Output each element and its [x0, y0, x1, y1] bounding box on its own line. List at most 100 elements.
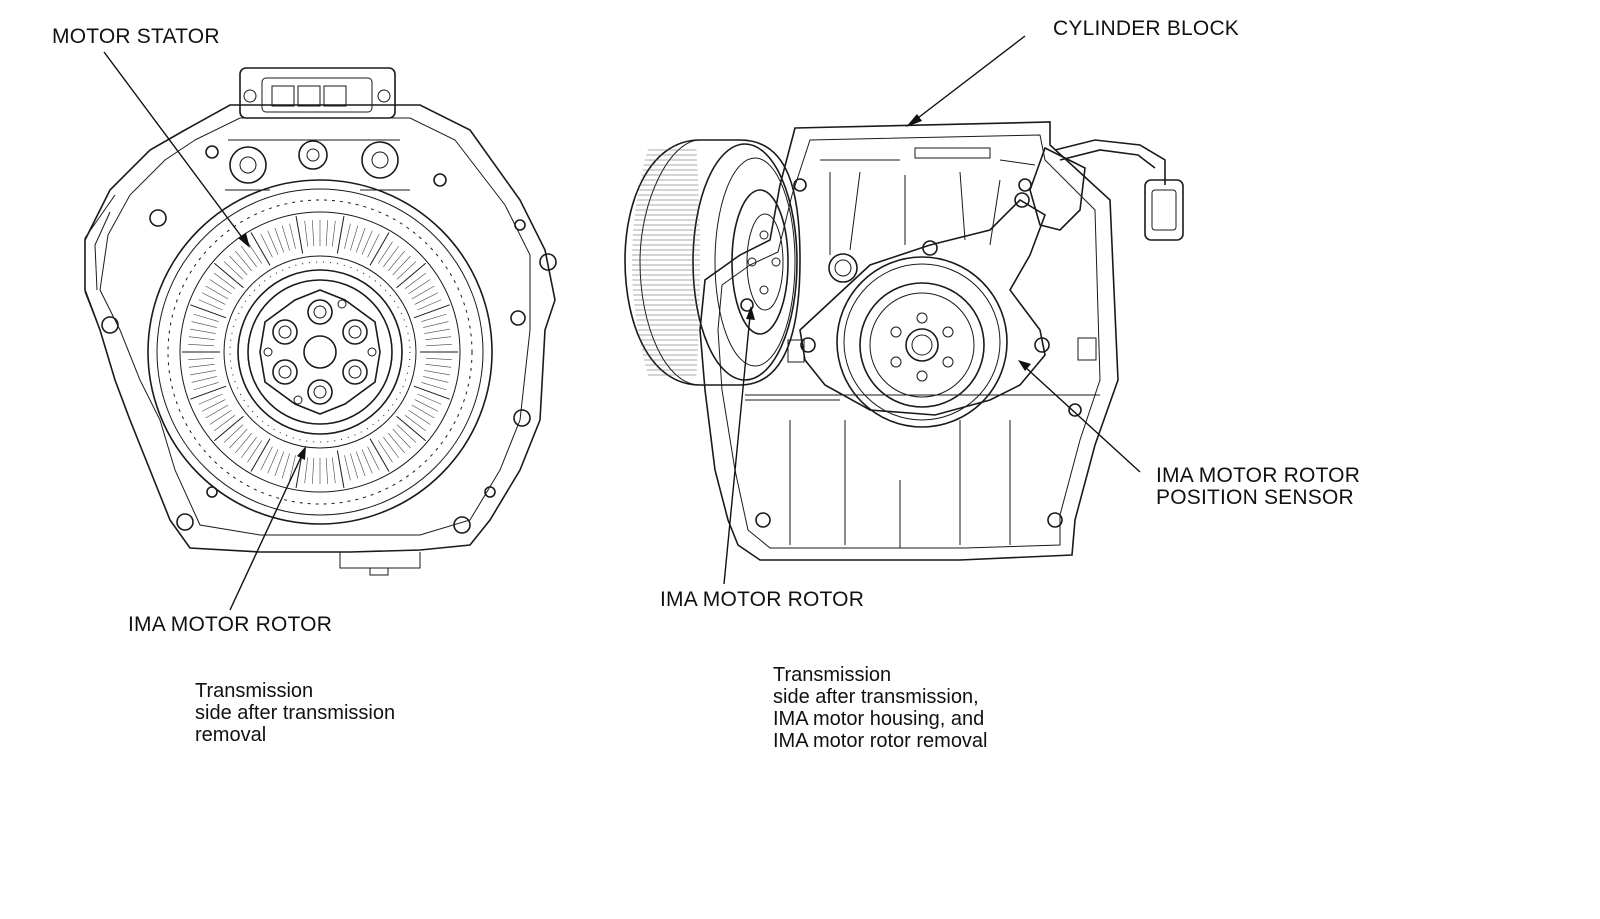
stator-winding-line: [191, 321, 217, 328]
stator-winding-line: [417, 299, 442, 311]
stator-winding-line: [396, 424, 417, 443]
left-rotor-hub-star: [259, 289, 381, 415]
stator-winding-line: [332, 220, 336, 247]
stator-winding-line: [424, 328, 451, 334]
stator-winding-line: [424, 370, 451, 376]
stator-winding-line: [234, 250, 253, 271]
stator-winding-line: [377, 241, 393, 264]
stator-winding-line: [377, 440, 393, 463]
stator-winding-line: [223, 261, 244, 280]
sensor-connector: [1144, 179, 1184, 241]
stator-winding-line: [392, 255, 411, 276]
stator-winding-line: [193, 382, 219, 391]
stator-winding-line: [332, 457, 336, 484]
stator-winding-line: [425, 336, 452, 340]
stator-winding-line: [209, 409, 232, 425]
stator-winding-line: [414, 399, 439, 412]
stator-winding-line: [223, 424, 244, 443]
stator-coil-divider: [396, 262, 427, 289]
stator-winding-line: [350, 225, 359, 251]
stator-winding-line: [201, 399, 226, 412]
crankshaft-center-bore: [905, 328, 939, 362]
stator-winding-line: [411, 285, 435, 300]
ima-rotor-drum-laminations: [632, 149, 700, 376]
sensor-harness-bracket: [1029, 146, 1086, 231]
left-upper-boss-2: [298, 140, 328, 170]
leader-ima-rotor-right: [723, 315, 751, 585]
stator-winding-line: [361, 449, 373, 474]
stator-winding-line: [350, 453, 359, 479]
stator-winding-line: [355, 451, 366, 477]
stator-winding-line: [383, 436, 400, 459]
left-connector-housing: [239, 67, 396, 119]
stator-winding-line: [229, 255, 248, 276]
left-upper-boss-1: [229, 146, 267, 184]
stator-winding-line: [421, 382, 447, 391]
stator-winding-line: [188, 364, 215, 368]
left-bottom-tab: [339, 552, 421, 576]
stator-winding-line: [367, 233, 380, 258]
left-motor-assembly-illustration: [84, 67, 557, 576]
stator-winding-line: [387, 250, 406, 271]
stator-winding-line: [325, 220, 328, 247]
stator-coil-divider: [413, 385, 450, 400]
stator-winding-line: [201, 292, 226, 305]
sensor-wire-harness: [1054, 139, 1166, 185]
stator-winding-line: [247, 241, 263, 264]
stator-winding-line: [188, 357, 215, 360]
caption-left-line: removal: [195, 724, 267, 746]
stator-winding-line: [417, 393, 442, 405]
left-upper-boss-3: [361, 141, 399, 179]
leader-lines: [103, 35, 1141, 611]
left-rotor-hub-ring: [237, 269, 403, 435]
cylinder-block-bolt-holes: [740, 178, 1082, 528]
label-ima-motor-rotor-right: IMA MOTOR ROTOR: [660, 588, 865, 611]
leader-motor-stator: [103, 51, 245, 241]
stator-winding-line: [425, 364, 452, 368]
stator-winding-line: [404, 415, 427, 432]
stator-winding-line: [421, 313, 447, 322]
label-position-sensor-line2: POSITION SENSOR: [1156, 486, 1354, 509]
stator-winding-line: [304, 220, 308, 247]
stator-winding-line: [188, 344, 215, 347]
stator-winding-line: [198, 299, 223, 311]
stator-coil-divider: [369, 232, 390, 266]
caption-right-line: Transmission: [773, 664, 892, 686]
label-motor-stator: MOTOR STATOR: [52, 25, 220, 48]
stator-coil-divider: [190, 304, 227, 319]
caption-left-line: side after transmission: [195, 702, 396, 724]
stator-winding-line: [289, 455, 296, 481]
stator-winding-line: [423, 376, 449, 383]
caption-right-line: IMA motor rotor removal: [773, 730, 988, 752]
stator-coil-divider: [413, 304, 450, 319]
stator-winding-line: [267, 230, 279, 255]
leader-ima-rotor-left: [229, 454, 303, 611]
stator-winding-line: [209, 279, 232, 295]
stator-winding-line: [213, 272, 236, 289]
caption-left: Transmission side after transmission rem…: [195, 680, 395, 746]
stator-winding-line: [198, 393, 223, 405]
caption-right-line: side after transmission,: [773, 686, 979, 708]
left-stator-teeth-outer: [167, 199, 473, 505]
stator-winding-line: [404, 272, 427, 289]
leader-cylinder-block: [913, 35, 1026, 122]
ima-rotor-drum: [624, 139, 801, 386]
stator-winding-line: [355, 227, 366, 253]
stator-winding-line: [392, 428, 411, 449]
stator-winding-line: [240, 245, 257, 268]
stator-winding-line: [229, 428, 248, 449]
stator-winding-line: [312, 220, 315, 247]
stator-winding-line: [425, 357, 452, 360]
caption-right-line: IMA motor housing, and: [773, 708, 985, 730]
stator-winding-line: [274, 227, 285, 253]
stator-coil-divider: [369, 438, 390, 472]
left-rotor-dots: [229, 261, 411, 443]
stator-coil-divider: [396, 415, 427, 442]
left-flange-lobe: [84, 194, 116, 331]
stator-winding-line: [414, 292, 439, 305]
crankshaft-flange-outer: [836, 256, 1008, 428]
stator-winding-line: [189, 328, 216, 334]
stator-coil-divider: [250, 438, 271, 472]
left-connector-body: [261, 77, 373, 113]
caption-left-line: Transmission: [195, 680, 314, 702]
